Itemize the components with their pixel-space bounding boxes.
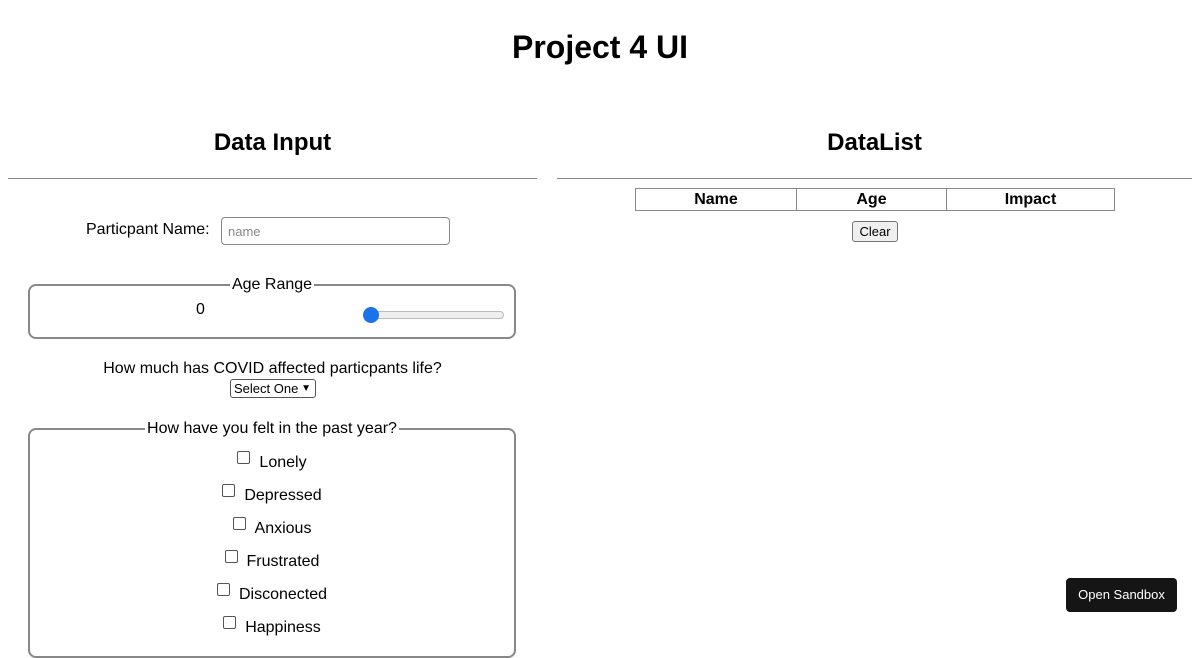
column-header-age: Age	[797, 189, 947, 210]
covid-question: How much has COVID affected particpants …	[103, 360, 442, 377]
checkbox-lonely[interactable]	[237, 451, 251, 464]
clear-button[interactable]: Clear	[852, 221, 898, 242]
feeling-label: Happiness	[245, 619, 321, 636]
covid-impact-select[interactable]: Select One ▼	[230, 379, 316, 398]
feeling-option-lonely: Lonely	[30, 451, 514, 473]
participant-name-label: Particpant Name:	[86, 221, 210, 238]
page-title: Project 4 UI	[511, 29, 689, 65]
column-header-name: Name	[636, 189, 797, 210]
age-range-legend: Age Range	[229, 276, 315, 293]
checkbox-depressed[interactable]	[222, 484, 236, 497]
checkbox-frustrated[interactable]	[224, 550, 238, 563]
age-range-slider[interactable]	[363, 307, 504, 323]
data-input-divider	[8, 178, 537, 179]
age-range-fieldset: Age Range 0	[28, 276, 516, 339]
data-input-heading: Data Input	[213, 129, 332, 156]
data-list-heading: DataList	[827, 129, 922, 156]
data-list-divider	[557, 178, 1192, 179]
data-list-table: Name Age Impact	[635, 188, 1115, 211]
feeling-option-anxious: Anxious	[30, 517, 514, 539]
slider-thumb[interactable]	[363, 307, 379, 323]
checkbox-anxious[interactable]	[232, 517, 246, 530]
open-sandbox-button[interactable]: Open Sandbox	[1066, 578, 1177, 612]
feelings-fieldset: How have you felt in the past year? Lone…	[28, 420, 516, 658]
feeling-label: Depressed	[244, 487, 322, 504]
feeling-option-frustrated: Frustrated	[30, 550, 514, 572]
age-value: 0	[196, 301, 205, 318]
feeling-option-disconected: Disconected	[30, 583, 514, 605]
feeling-label: Lonely	[259, 454, 307, 471]
feeling-option-depressed: Depressed	[30, 484, 514, 506]
feeling-option-happiness: Happiness	[30, 616, 514, 638]
feeling-label: Frustrated	[246, 553, 320, 570]
feeling-label: Disconected	[238, 586, 328, 603]
feeling-label: Anxious	[254, 520, 312, 537]
slider-track	[364, 311, 504, 319]
covid-select-value: Select One	[234, 381, 299, 396]
checkbox-disconected[interactable]	[216, 583, 230, 596]
chevron-down-icon: ▼	[301, 383, 311, 394]
feelings-legend: How have you felt in the past year?	[145, 420, 399, 437]
column-header-impact: Impact	[1004, 191, 1057, 208]
checkbox-happiness[interactable]	[223, 616, 237, 629]
participant-name-input[interactable]	[221, 217, 450, 245]
